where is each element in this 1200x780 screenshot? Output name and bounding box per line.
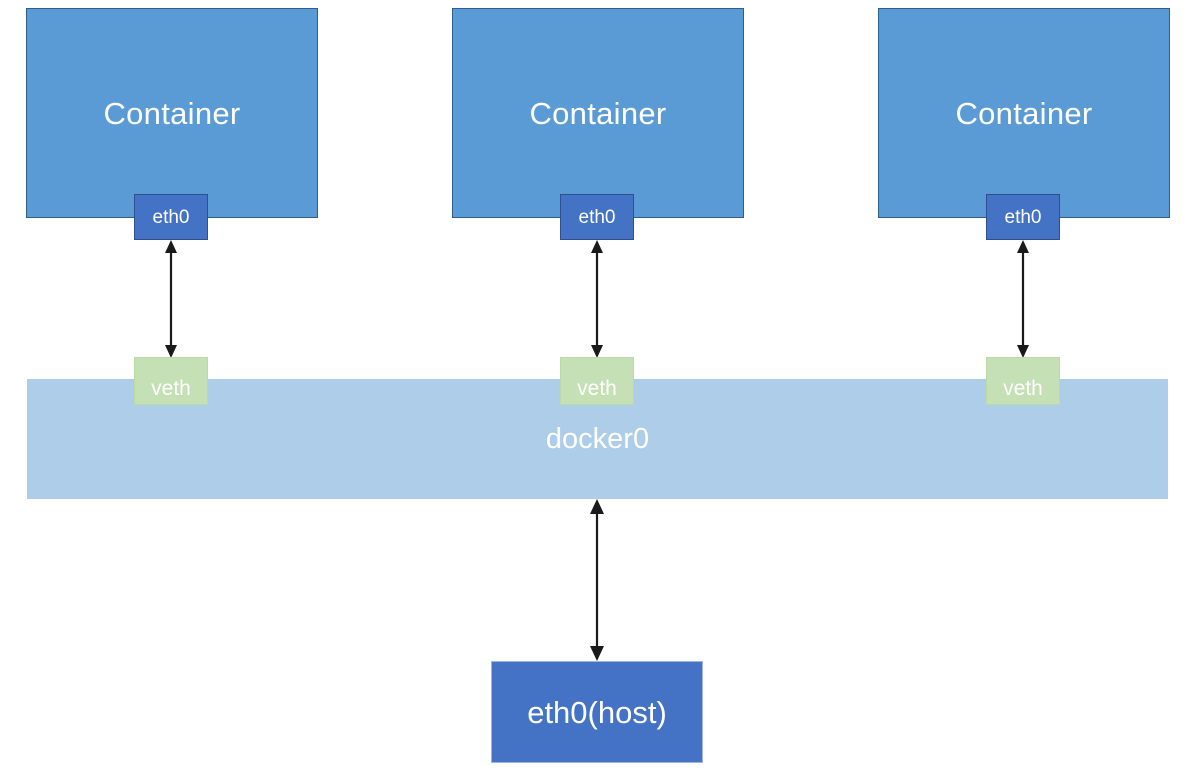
connector-arrow-eth0-veth-2 (587, 240, 607, 358)
host-eth0-label: eth0(host) (527, 694, 667, 730)
veth-label-2: veth (577, 377, 617, 400)
container-box-3[interactable]: Container (878, 8, 1170, 218)
veth-box-1[interactable]: veth (134, 357, 208, 405)
container-eth0-label-2: eth0 (578, 206, 616, 228)
container-box-2[interactable]: Container (452, 8, 744, 218)
container-label-3: Container (955, 95, 1093, 131)
container-eth0-box-1[interactable]: eth0 (134, 194, 208, 240)
container-box-1[interactable]: Container (26, 8, 318, 218)
veth-box-2[interactable]: veth (560, 357, 634, 405)
container-label-2: Container (529, 95, 667, 131)
connector-arrow-eth0-veth-1 (161, 240, 181, 358)
veth-label-1: veth (151, 377, 191, 400)
veth-box-3[interactable]: veth (986, 357, 1060, 405)
host-eth0-box[interactable]: eth0(host) (491, 661, 703, 763)
container-label-1: Container (103, 95, 241, 131)
veth-label-3: veth (1003, 377, 1043, 400)
container-eth0-label-3: eth0 (1004, 206, 1042, 228)
docker0-label: docker0 (545, 422, 650, 455)
connector-arrow-eth0-veth-3 (1013, 240, 1033, 358)
container-eth0-box-2[interactable]: eth0 (560, 194, 634, 240)
container-eth0-label-1: eth0 (152, 206, 190, 228)
container-eth0-box-3[interactable]: eth0 (986, 194, 1060, 240)
connector-arrow-docker0-host-nic (587, 499, 607, 661)
